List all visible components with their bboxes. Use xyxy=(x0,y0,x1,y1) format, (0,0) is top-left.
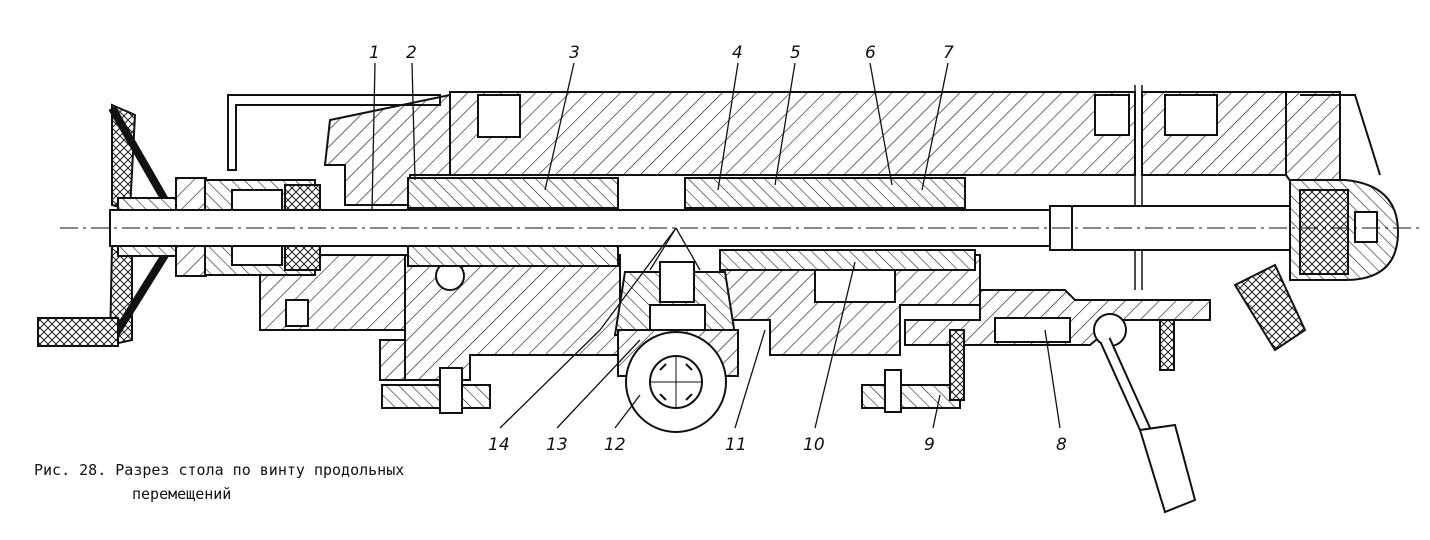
callout-14: 14 xyxy=(488,435,510,455)
gear-assembly xyxy=(613,261,739,433)
caption-line-1: Рис. 28. Разрез стола по винту продольны… xyxy=(34,461,405,479)
callout-1: 1 xyxy=(369,43,380,63)
callout-6: 6 xyxy=(865,43,876,63)
callout-12: 12 xyxy=(604,435,626,455)
right-end-bearing xyxy=(1233,179,1400,352)
right-housing xyxy=(861,289,1211,413)
callout-9: 9 xyxy=(924,435,935,455)
callout-7: 7 xyxy=(943,43,954,63)
lead-screw xyxy=(60,177,1420,271)
caption-line-2: перемещений xyxy=(132,485,232,503)
callout-2: 2 xyxy=(406,43,417,63)
callout-8: 8 xyxy=(1056,435,1067,455)
table-top xyxy=(449,85,1381,290)
callout-13: 13 xyxy=(546,435,568,455)
control-lever xyxy=(1099,319,1197,514)
leader-lines xyxy=(371,62,1061,429)
callout-3: 3 xyxy=(569,43,580,63)
callout-labels: 1 2 3 4 5 6 7 8 9 10 11 12 13 14 xyxy=(369,43,1067,455)
callout-10: 10 xyxy=(803,435,825,455)
callout-5: 5 xyxy=(790,43,801,63)
figure-caption: Рис. 28. Разрез стола по винту продольны… xyxy=(34,458,464,506)
callout-11: 11 xyxy=(725,435,747,455)
callout-4: 4 xyxy=(732,43,743,63)
